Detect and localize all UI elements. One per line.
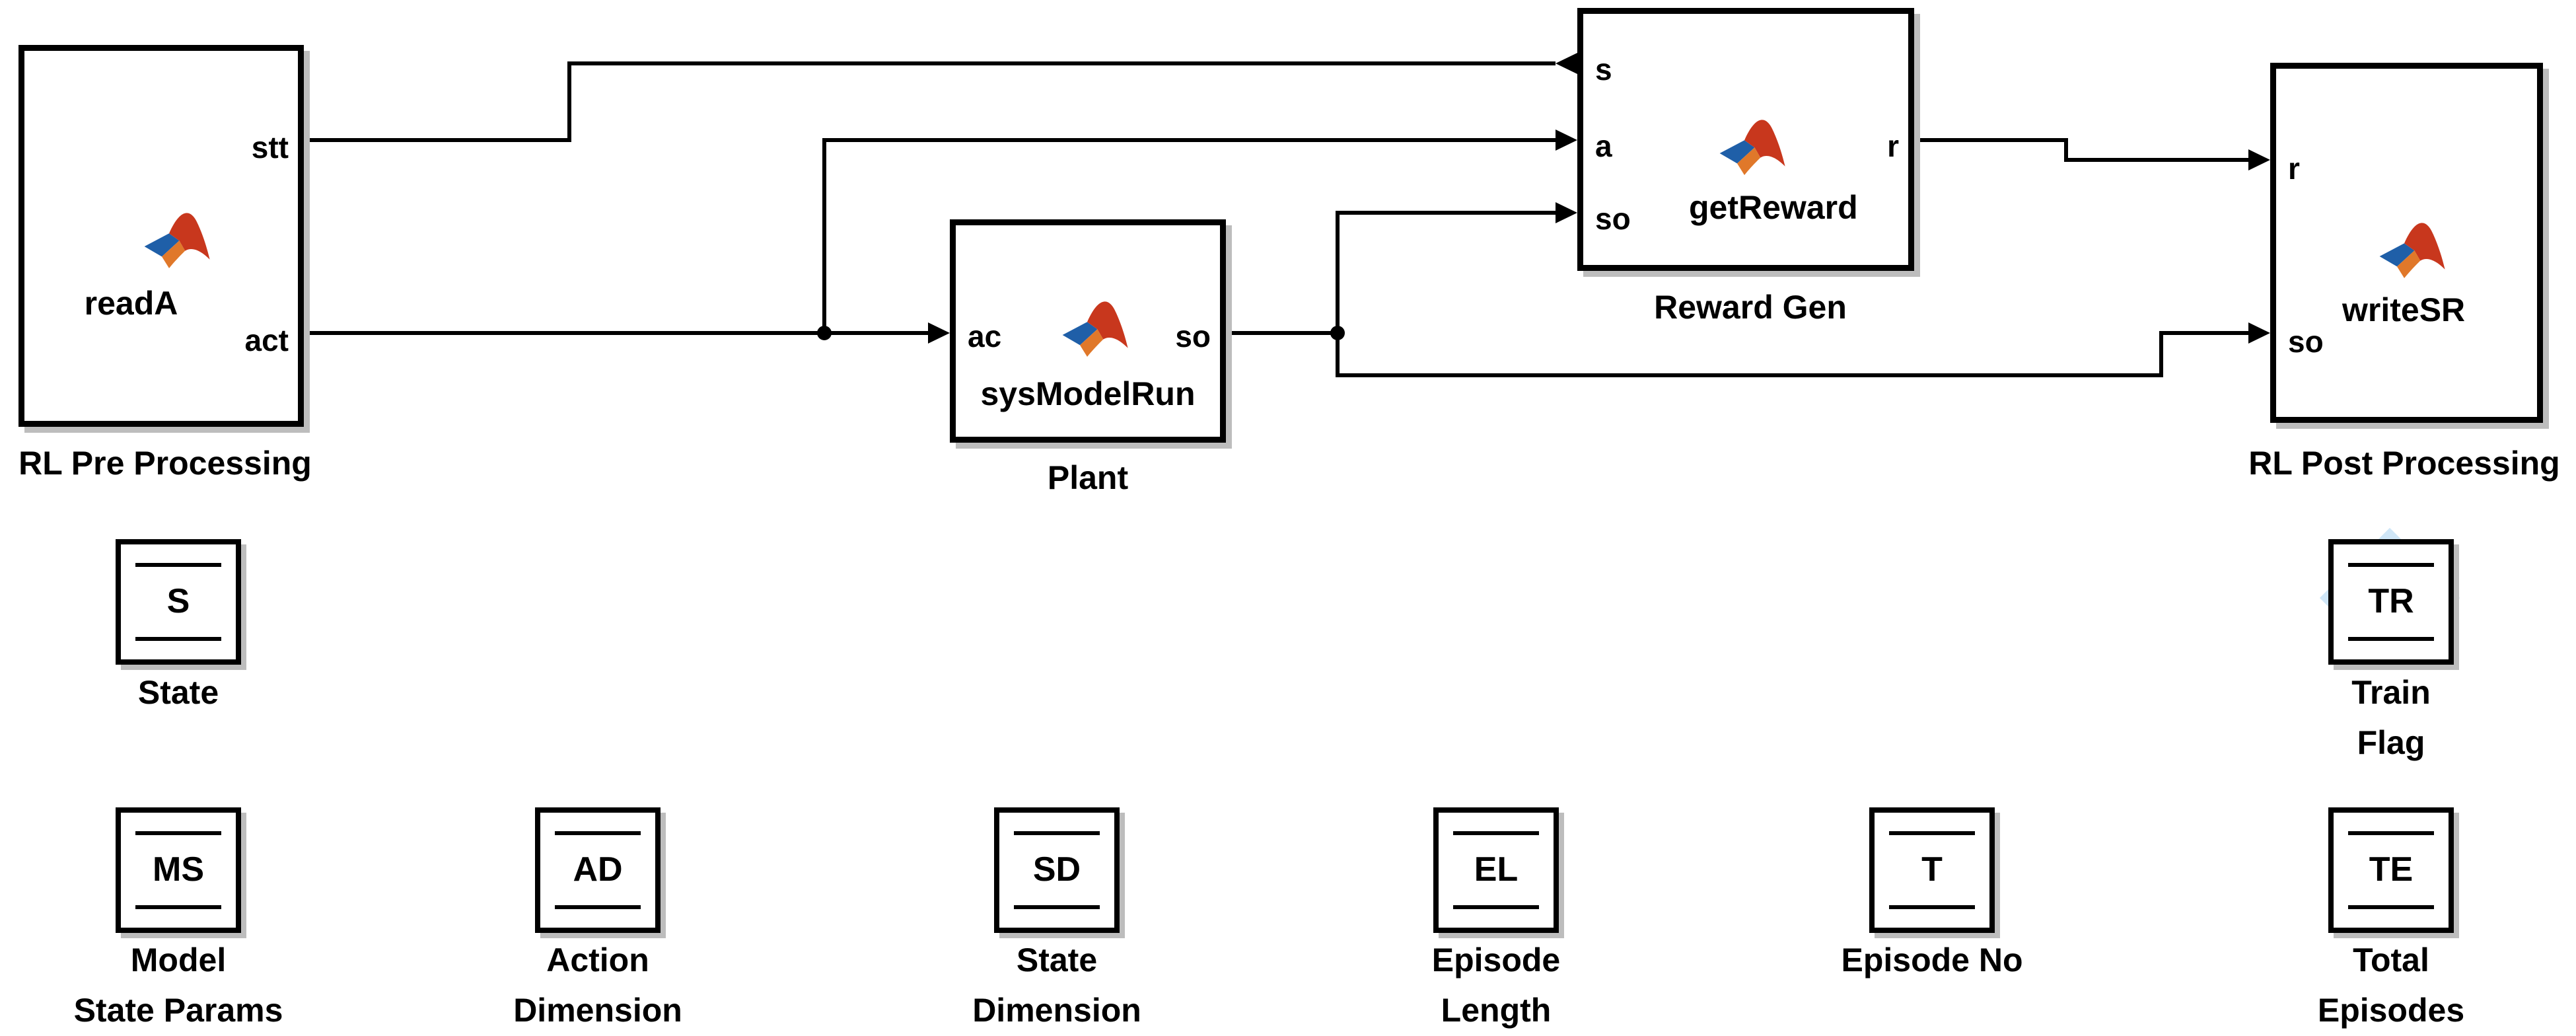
wire-act-to-a[interactable] xyxy=(822,138,1556,333)
data-store-caption: Episode Length xyxy=(1431,942,1561,1029)
branch-point-act xyxy=(817,326,832,340)
matlab-logo-icon xyxy=(1719,120,1785,175)
function-name-getreward: getReward xyxy=(1689,189,1858,226)
matlab-logo-icon xyxy=(1062,301,1128,357)
data-store-total-episodes[interactable]: TE xyxy=(2328,807,2454,933)
in-port-so: so xyxy=(1595,202,1631,236)
arrowhead-post-so xyxy=(2248,322,2270,344)
data-store-caption: Model State Params xyxy=(73,942,283,1029)
data-store-state[interactable]: S xyxy=(116,539,241,665)
wire-r-to-post-r[interactable] xyxy=(1914,138,2259,162)
data-store-state-dimension[interactable]: SD xyxy=(994,807,1120,933)
data-store-tag: EL xyxy=(1474,850,1519,889)
data-store-episode-no[interactable]: T xyxy=(1869,807,1995,933)
out-port-so: so xyxy=(1175,319,1211,353)
arrowhead-ac xyxy=(928,322,950,344)
in-port-r: r xyxy=(2288,151,2300,186)
data-store-caption: Episode No xyxy=(1841,942,2023,979)
arrowhead-s xyxy=(1556,53,1577,74)
rl-post-processing-block[interactable]: r so writeSR xyxy=(2270,63,2543,423)
rl-post-processing-caption: RL Post Processing xyxy=(2248,445,2560,482)
data-store-tag: TE xyxy=(2369,850,2414,889)
function-name-writesr: writeSR xyxy=(2342,291,2466,328)
data-store-tag: T xyxy=(1921,850,1943,889)
in-port-a: a xyxy=(1595,129,1612,163)
arrowhead-post-r xyxy=(2248,149,2270,170)
arrowhead-a xyxy=(1556,130,1577,151)
function-name-sysmodelrun: sysModelRun xyxy=(980,375,1196,412)
plant-caption: Plant xyxy=(1047,459,1129,496)
reward-gen-block[interactable]: s a so r getReward xyxy=(1577,8,1914,271)
data-store-caption: State xyxy=(137,674,219,711)
reward-gen-caption: Reward Gen xyxy=(1654,289,1847,326)
matlab-logo-icon xyxy=(2379,223,2445,278)
data-store-episode-length[interactable]: EL xyxy=(1433,807,1559,933)
rl-pre-processing-caption: RL Pre Processing xyxy=(18,445,312,482)
data-store-tag: TR xyxy=(2368,582,2414,620)
wire-stt-to-s[interactable] xyxy=(304,61,1556,142)
in-port-ac: ac xyxy=(968,319,1002,353)
out-port-r: r xyxy=(1887,129,1899,163)
out-port-stt: stt xyxy=(251,130,289,165)
data-store-model-state-params[interactable]: MS xyxy=(116,807,241,933)
data-store-tag: SD xyxy=(1032,850,1081,889)
in-port-s: s xyxy=(1595,52,1612,87)
data-store-caption: Total Episodes xyxy=(2317,942,2465,1029)
data-store-tag: AD xyxy=(573,850,623,889)
data-store-action-dimension[interactable]: AD xyxy=(535,807,661,933)
out-port-act: act xyxy=(244,323,289,357)
data-store-caption: Train Flag xyxy=(2351,674,2431,761)
function-name-reada: readA xyxy=(84,285,178,322)
data-store-train-flag[interactable]: TR xyxy=(2328,539,2454,665)
wire-so-to-so[interactable] xyxy=(1226,211,1556,335)
data-store-tag: MS xyxy=(153,850,204,889)
data-store-caption: State Dimension xyxy=(972,942,1141,1029)
wire-so-to-post-so[interactable] xyxy=(1336,331,2259,377)
plant-block[interactable]: ac so sysModelRun xyxy=(950,219,1226,443)
matlab-logo-icon xyxy=(144,213,210,268)
data-store-tag: S xyxy=(166,582,190,620)
rl-pre-processing-block[interactable]: stt act readA xyxy=(18,45,304,427)
branch-point-so xyxy=(1330,326,1345,340)
arrowhead-so xyxy=(1556,202,1577,223)
in-port-post-so: so xyxy=(2288,324,2324,359)
data-store-caption: Action Dimension xyxy=(513,942,682,1029)
